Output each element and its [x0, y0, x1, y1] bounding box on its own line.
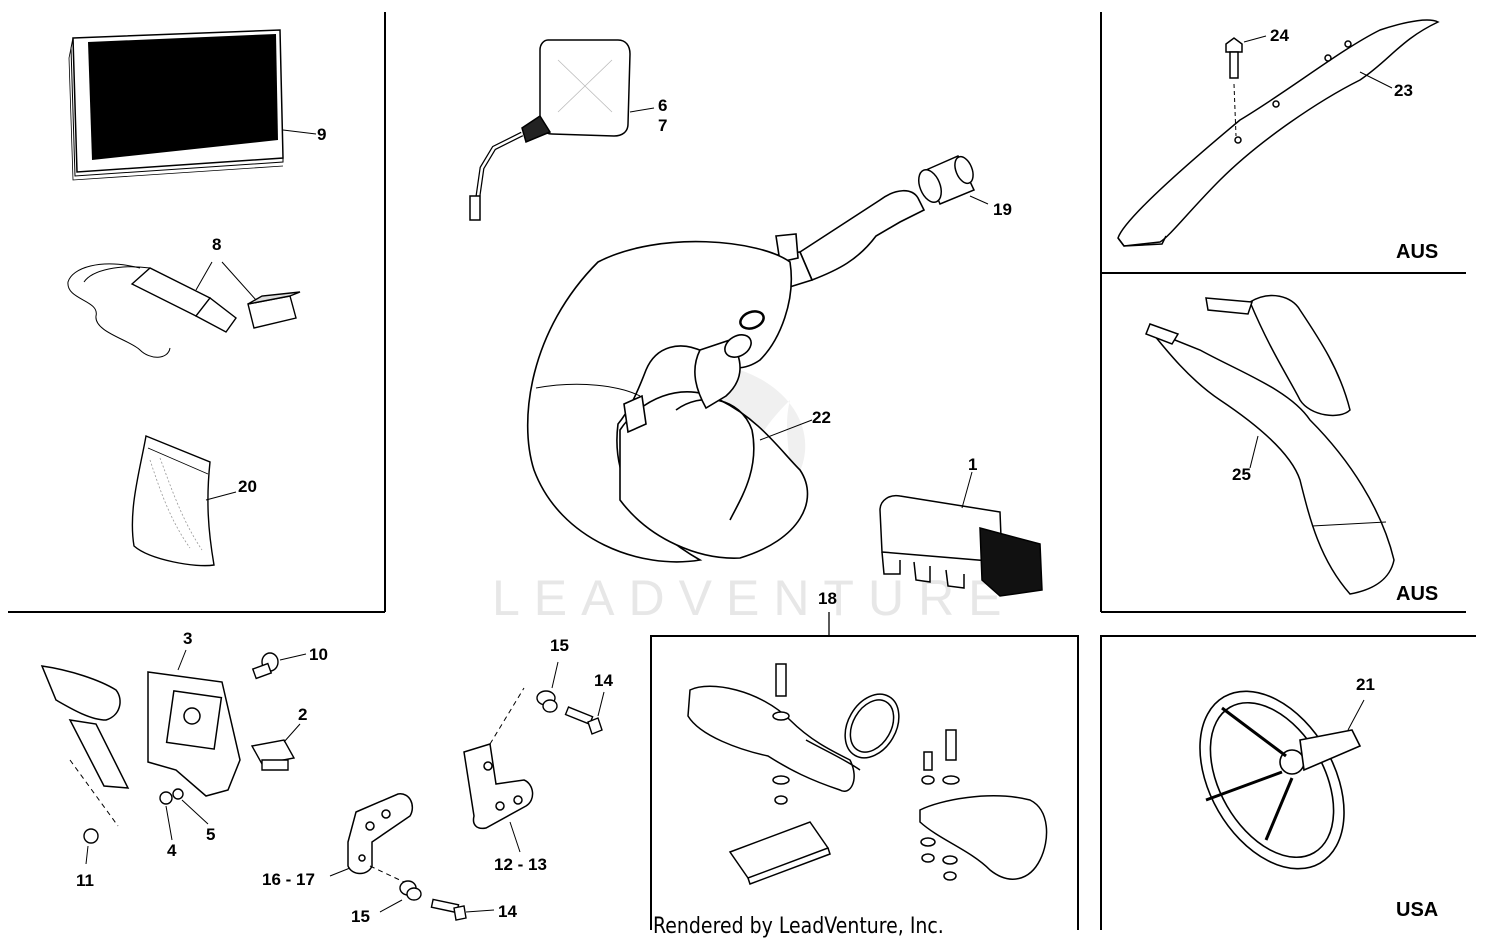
region-label-aus-top: AUS [1396, 241, 1438, 263]
callout-3: 3 [183, 629, 192, 648]
callout-7: 7 [658, 116, 667, 135]
usa-part-21[interactable] [1170, 666, 1373, 894]
plug-part-2[interactable] [252, 724, 300, 770]
callout-4: 4 [167, 841, 177, 860]
region-label-usa: USA [1396, 899, 1438, 921]
washer-part-5[interactable] [173, 789, 208, 824]
heat-shield-part-1[interactable] [880, 472, 1042, 596]
hand-guards-part-18[interactable] [688, 664, 1047, 884]
callout-25: 25 [1232, 465, 1251, 484]
owners-manual-part-9[interactable]: Husqvarna [69, 30, 316, 180]
callout-23: 23 [1394, 81, 1413, 100]
mirror-part-6-7[interactable] [470, 40, 654, 220]
bracket-part-16-17[interactable] [330, 794, 412, 876]
region-labels: AUS AUS USA [1396, 241, 1438, 921]
callout-5: 5 [206, 825, 215, 844]
callout-14-lower: 14 [498, 902, 517, 921]
bracket-part-12-13[interactable] [464, 688, 533, 852]
watermark-text: LEADVENTURE [492, 570, 1016, 626]
callout-1: 1 [968, 455, 977, 474]
husqvarna-logo: Husqvarna [217, 143, 275, 159]
callout-18: 18 [818, 589, 837, 608]
callout-15-upper: 15 [550, 636, 569, 655]
bag-part-20[interactable] [132, 436, 236, 566]
callout-19: 19 [993, 200, 1012, 219]
callout-6: 6 [658, 96, 667, 115]
nut-part-11[interactable] [84, 829, 98, 864]
callout-9: 9 [317, 125, 326, 144]
panel-frames [8, 12, 1476, 930]
bolt-part-14-lower[interactable] [431, 899, 494, 920]
credit-text: Rendered by LeadVenture, Inc. [653, 914, 944, 939]
spacer-part-15-lower[interactable] [370, 866, 421, 912]
exhaust-pipe-part-22[interactable] [528, 191, 924, 562]
callout-2: 2 [298, 705, 307, 724]
callout-16-17: 16 - 17 [262, 870, 315, 889]
callout-10: 10 [309, 645, 328, 664]
callout-21: 21 [1356, 675, 1375, 694]
callout-22: 22 [812, 408, 831, 427]
bolt-part-14-upper[interactable] [566, 692, 604, 734]
callout-15-lower: 15 [351, 907, 370, 926]
region-label-aus-bottom: AUS [1396, 583, 1438, 605]
aus-fender-part-25[interactable] [1146, 296, 1394, 594]
bolt-part-10[interactable] [253, 653, 306, 678]
exhaust-sleeve-part-19[interactable] [914, 154, 988, 205]
callout-12-13: 12 - 13 [494, 855, 547, 874]
callout-20: 20 [238, 477, 257, 496]
callout-14-upper: 14 [594, 671, 613, 690]
spacer-part-15-upper[interactable] [537, 662, 558, 712]
nut-part-4[interactable] [160, 792, 172, 840]
callout-11: 11 [76, 871, 94, 890]
callout-8: 8 [212, 235, 221, 254]
license-plate-bracket-part-3[interactable] [42, 650, 240, 826]
callout-labels: 1 2 3 4 5 6 7 8 9 10 11 12 - 13 14 14 15… [76, 26, 1413, 926]
callout-24: 24 [1270, 26, 1289, 45]
aus-bracket-part-23-24[interactable] [1118, 20, 1438, 246]
usb-stick-part-8[interactable] [68, 262, 300, 357]
